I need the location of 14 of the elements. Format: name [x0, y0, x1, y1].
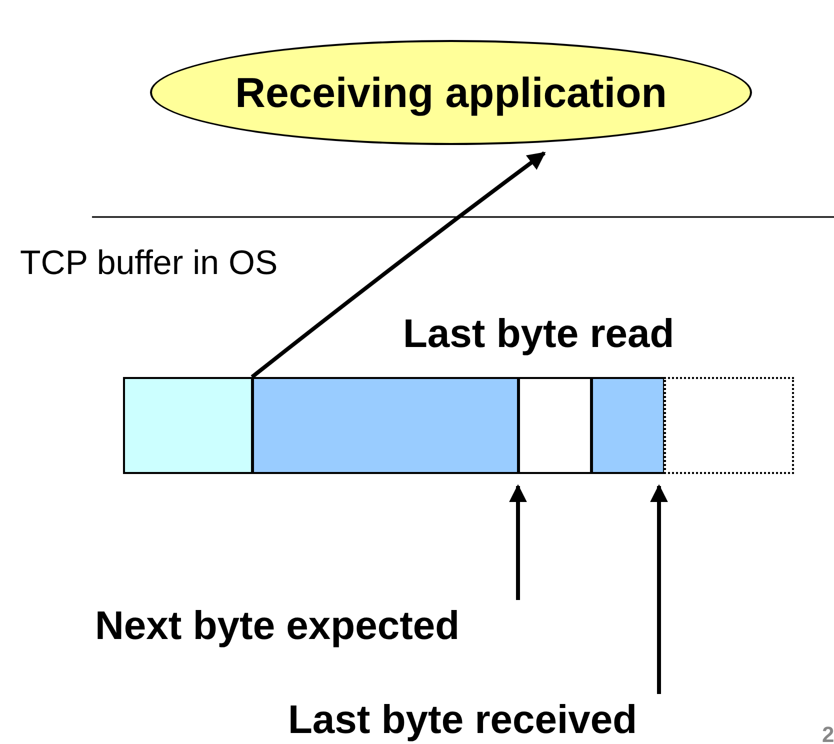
- arrow: [650, 484, 668, 694]
- buffer-segment: [518, 377, 592, 474]
- buffer-segment: [591, 377, 665, 474]
- buffer-caption: TCP buffer in OS: [20, 244, 278, 283]
- pointer-label: Last byte read: [403, 312, 674, 357]
- buffer-segment: [664, 377, 794, 474]
- buffer-segment: [252, 377, 519, 474]
- pointer-label: Next byte expected: [95, 602, 585, 650]
- pointer-label: Last byte received: [288, 696, 758, 744]
- arrow: [509, 484, 527, 600]
- arrow: [250, 151, 546, 379]
- page-number: 2: [822, 722, 834, 744]
- application-label: Receiving application: [235, 68, 667, 116]
- buffer-segment: [123, 377, 253, 474]
